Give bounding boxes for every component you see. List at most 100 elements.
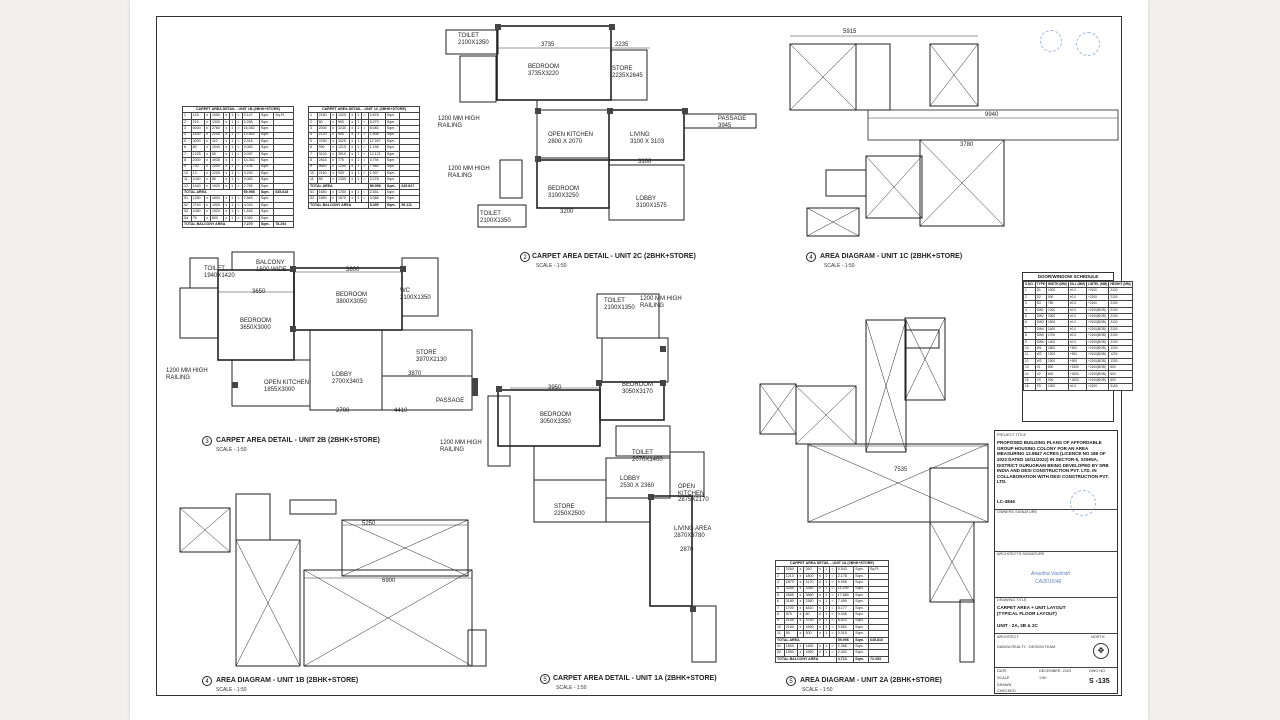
schedule-cell: +2100(BOB) <box>1085 319 1110 327</box>
room-label: BALCONY 1500 WIDE <box>256 260 287 273</box>
north-arrow-icon: ✥ <box>1093 643 1109 659</box>
schedule-cell: 2100 <box>1108 383 1133 391</box>
carpet-area-table-1c: CARPET AREA DETAIL - UNIT 1C (2BHK+STORE… <box>308 105 420 210</box>
dimension-text: 5250 <box>362 521 376 527</box>
dimension-text: 2700 <box>336 408 350 414</box>
view-scale: SCALE - 1:50 <box>216 447 247 453</box>
room-label: 1200 MM HIGH RAILING <box>640 296 682 309</box>
room-label: OPEN KITCHEN 2800 X 2070 <box>548 132 594 145</box>
schedule-cell: DW3 <box>1034 319 1048 327</box>
drawing-title-label: DRAWING TITLE <box>997 598 1027 602</box>
room-label: STORE 2235X2645 <box>612 66 643 79</box>
schedule-cell: +2100(BOB) <box>1085 351 1110 359</box>
dimension-text: 3650 <box>252 289 266 295</box>
room-label: 1200 MM HIGH RAILING <box>448 166 490 179</box>
schedule-cell: ±0.0 <box>1067 383 1087 391</box>
room-label: OPEN KITCHEN 2875X2170 <box>678 484 709 504</box>
total-label: TOTAL BALCONY AREA <box>182 220 243 229</box>
dimension-text: 4410 <box>394 408 408 414</box>
schedule-cell: +2100(BOB) <box>1085 338 1110 346</box>
room-label: WC 2100X1350 <box>400 288 431 301</box>
view-number: 3 <box>202 436 212 446</box>
schedule-cell: +2100(BOB) <box>1085 312 1110 321</box>
total-sqft: 78.254 <box>273 220 294 229</box>
schedule-cell: 1200 <box>1108 344 1133 353</box>
room-label: BEDROOM 3050X3170 <box>622 382 654 395</box>
schedule-cell: 2100 <box>1108 300 1133 308</box>
room-label: BEDROOM 3800X3050 <box>336 292 368 305</box>
drawn-label: DRAWN <box>997 683 1012 687</box>
architect-name: DANGA REALTY - DESIGN TEAM <box>997 645 1056 649</box>
view-number: 5 <box>540 674 550 684</box>
view-title: CARPET AREA DETAIL - UNIT 2B (2BHK+STORE… <box>216 437 380 444</box>
table-cell: Sqm. <box>258 112 275 120</box>
schedule-cell: V2 <box>1034 370 1048 378</box>
table-cell <box>399 118 420 127</box>
room-label: TOILET 2100X1350 <box>458 33 489 46</box>
approval-stamp <box>1070 490 1096 516</box>
schedule-cell: +2100(BOB) <box>1085 325 1110 334</box>
schedule-title: DOOR/WINDOW SCHEDULE <box>1023 273 1113 281</box>
checked-label: CHECKED <box>997 689 1016 693</box>
room-label: LIVING 3100 X 3103 <box>630 132 665 145</box>
table-title-row: CARPET AREA DETAIL - UNIT 1C (2BHK+STORE… <box>308 105 420 114</box>
view-title: CARPET AREA DETAIL - UNIT 1A (2BHK+STORE… <box>553 675 717 682</box>
view-scale: SCALE - 1:50 <box>216 687 247 693</box>
dimension-text: 3200 <box>560 209 574 215</box>
view-title: AREA DIAGRAM - UNIT 1C (2BHK+STORE) <box>820 253 963 260</box>
schedule-cell: +2100(BOB) <box>1085 306 1110 314</box>
schedule-cell: +2100(BOB) <box>1085 376 1110 385</box>
room-label: LOBBY 2700X3403 <box>332 372 363 385</box>
schedule-cell: +2100 <box>1085 300 1110 308</box>
schedule-cell: 1200 <box>1108 351 1133 359</box>
view-scale: SCALE - 1:50 <box>536 263 567 269</box>
title-block: PROJECT TITLE PROPOSED BUILDING PLANS OF… <box>994 430 1118 694</box>
total-sqft: 59.111 <box>399 201 420 210</box>
view-title: AREA DIAGRAM - UNIT 2A (2BHK+STORE) <box>800 677 942 684</box>
total-label: TOTAL BALCONY AREA <box>308 201 369 210</box>
schedule-cell: V1 <box>1034 364 1048 372</box>
room-label: LOBBY 2530 X 2360 <box>620 476 655 489</box>
schedule-cell: +2100 <box>1085 383 1110 391</box>
room-label: 1200 MM HIGH RAILING <box>166 368 208 381</box>
approval-stamp <box>1076 32 1100 56</box>
view-title: CARPET AREA DETAIL - UNIT 2C (2BHK+STORE… <box>532 253 696 260</box>
north-label: NORTH <box>1091 635 1105 639</box>
architect-label: ARCHITECT <box>997 635 1019 639</box>
total-sqft: 72.253 <box>867 655 890 664</box>
room-label: TOILET 2100X1350 <box>480 211 511 224</box>
schedule-cell: DW1 <box>1034 306 1048 314</box>
drawing-number: S -135 <box>1089 678 1110 685</box>
schedule-cell: 1200 <box>1108 357 1133 366</box>
schedule-cell: +2100(BOB) <box>1085 344 1110 353</box>
schedule-cell: W1 <box>1034 344 1048 353</box>
dimension-text: 2870 <box>680 547 694 553</box>
room-label: 1200 MM HIGH RAILING <box>440 440 482 453</box>
table-cell: Sqm. <box>258 118 275 127</box>
room-label: TOILET 2100X1350 <box>604 298 635 311</box>
table-cell: 143 <box>190 112 206 120</box>
table-title: CARPET AREA DETAIL - UNIT 1B (2BHK+STORE… <box>182 105 294 114</box>
schedule-cell: +2100 <box>1085 287 1110 295</box>
sheet-scale: 1:50 <box>1039 676 1047 680</box>
room-label: 1200 MM HIGH RAILING <box>438 116 480 129</box>
dimension-text: 3950 <box>548 385 562 391</box>
schedule-cell: FD <box>1034 383 1048 391</box>
view-scale: SCALE - 1:50 <box>802 687 833 693</box>
